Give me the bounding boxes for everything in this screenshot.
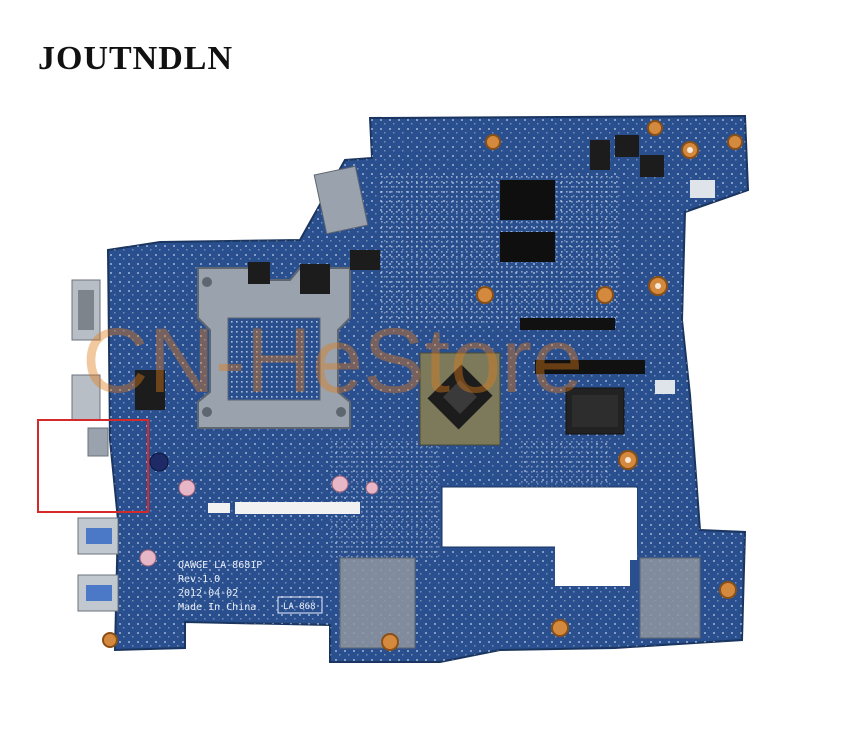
capacitors bbox=[139, 452, 379, 567]
watermark-text: CN-HeStore bbox=[82, 310, 583, 412]
board-origin: Made In China bbox=[178, 602, 256, 613]
vga-port bbox=[71, 279, 101, 341]
board-model: QAWGE LA-8681P bbox=[178, 560, 262, 571]
board-date: 2012-04-02 bbox=[178, 588, 238, 599]
shield-can bbox=[339, 557, 416, 649]
gpu-chip bbox=[419, 352, 501, 446]
mounting-holes bbox=[102, 120, 743, 651]
board-revision: Rev:1.0 bbox=[178, 574, 220, 585]
highlight-box bbox=[37, 419, 149, 513]
cpu-socket-bracket bbox=[197, 267, 351, 429]
board-tag: LA-868 bbox=[283, 602, 316, 612]
hdmi-port bbox=[71, 374, 101, 421]
memory-connector bbox=[500, 180, 555, 220]
brand-title: JOUTNDLN bbox=[38, 40, 234, 77]
